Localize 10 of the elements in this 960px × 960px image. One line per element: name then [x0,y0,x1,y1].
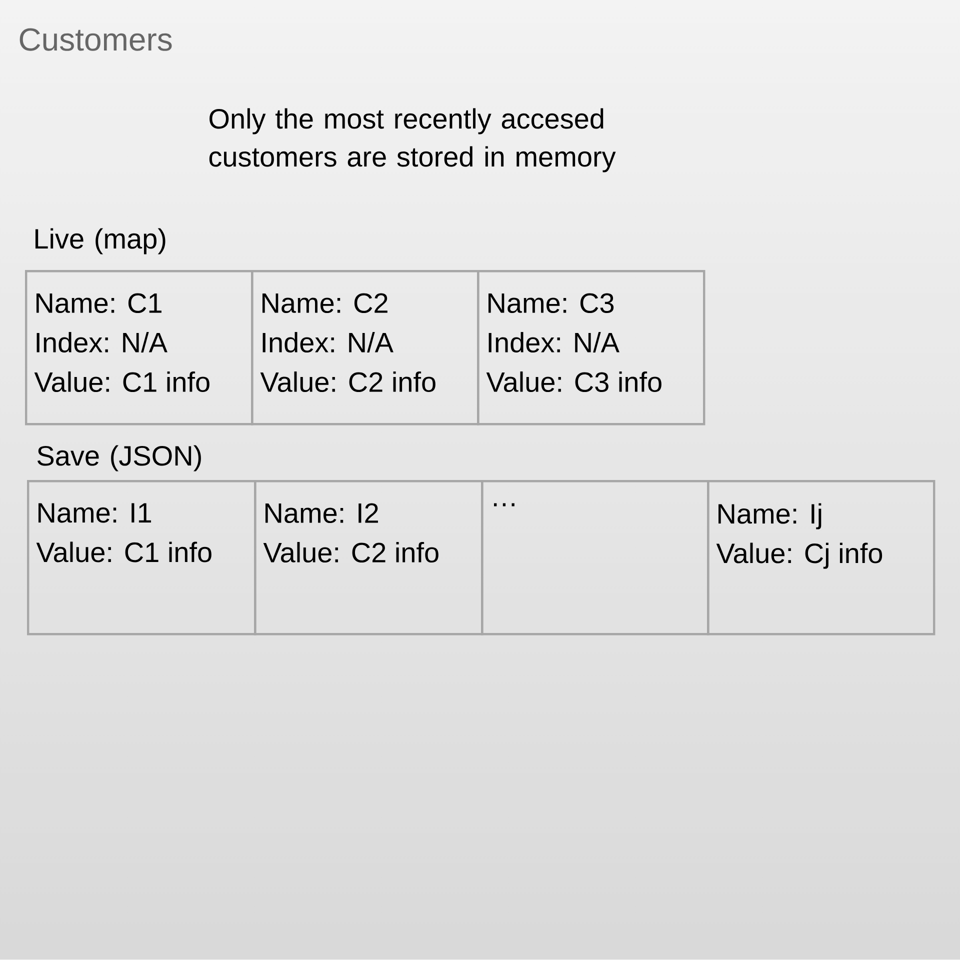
table-cell: Name: C3 Index: N/A Value: C3 info [477,270,706,426]
table-cell: Name: C2 Index: N/A Value: C2 info [251,270,480,426]
note-text: Only the most recently accesed customers are stored in memory [209,108,616,172]
table-cell: … [481,480,710,636]
table-cell: Name: I2 Value: C2 info [254,480,484,636]
section-label: Save (JSON) [37,445,201,472]
table-cell: Name: C1 Index: N/A Value: C1 info [25,270,254,426]
table-cell: Name: Ij Value: Cj info [707,480,936,636]
table-cell: Name: I1 Value: C1 info [27,480,256,636]
title: Customers [20,28,172,51]
